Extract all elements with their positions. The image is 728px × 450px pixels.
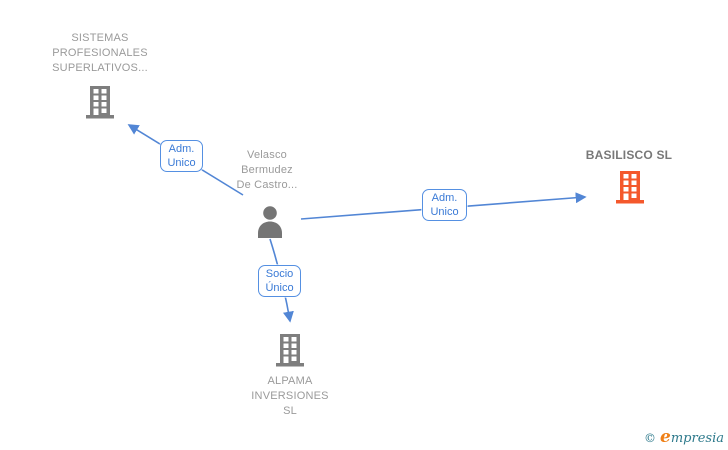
person-name-label: Velasco Bermudez De Castro...: [236, 149, 298, 191]
person-icon[interactable]: [253, 204, 287, 243]
building-icon[interactable]: [614, 171, 646, 209]
company-name-label: ALPAMA INVERSIONES SL: [251, 375, 329, 417]
node-company-alpama[interactable]: ALPAMA INVERSIONES SL: [230, 374, 350, 419]
building-icon[interactable]: [84, 86, 116, 124]
empresia-logo-initial: e: [660, 427, 671, 447]
edge-label-socio-unico[interactable]: Socio Único: [258, 265, 301, 297]
node-company-basilisco[interactable]: BASILISCO SL: [569, 148, 689, 163]
empresia-logo[interactable]: ©empresia: [644, 427, 724, 447]
building-icon[interactable]: [274, 334, 306, 372]
edge-label-adm-unico-right[interactable]: Adm. Unico: [422, 189, 467, 221]
company-name-label: BASILISCO SL: [585, 148, 673, 162]
company-name-label: SISTEMAS PROFESIONALES SUPERLATIVOS...: [52, 32, 148, 74]
edge-label-adm-unico-top[interactable]: Adm. Unico: [160, 140, 203, 172]
node-company-sistemas[interactable]: SISTEMAS PROFESIONALES SUPERLATIVOS...: [35, 31, 165, 76]
node-person-name[interactable]: Velasco Bermudez De Castro...: [217, 148, 317, 193]
empresia-logo-text: mpresia: [670, 431, 724, 446]
copyright-icon: ©: [644, 431, 657, 445]
